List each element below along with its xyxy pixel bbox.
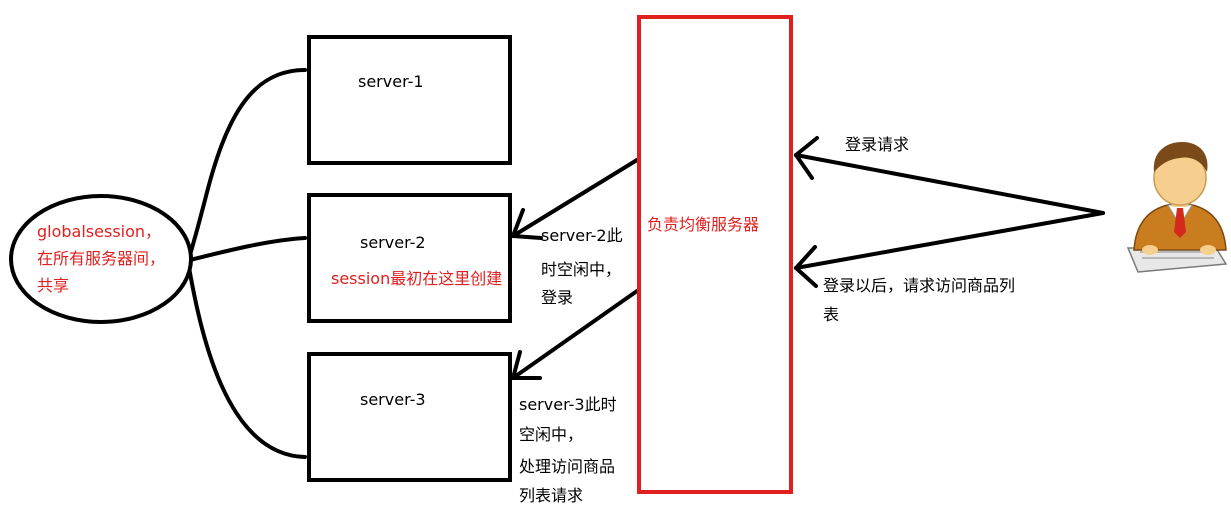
arrowhead-list <box>794 245 818 288</box>
server-2-status-line-3: 登录 <box>541 288 574 307</box>
server-3-status-line-2: 空闲中， <box>519 425 584 444</box>
arrowhead-server-2 <box>511 208 543 240</box>
server-1-label: server-1 <box>358 72 424 91</box>
server-1-box <box>307 35 512 165</box>
arrow-lb-to-server-3 <box>511 289 639 380</box>
arrowhead-server-3 <box>511 350 542 380</box>
bracket-to-server-1 <box>186 68 307 264</box>
arrow-user-to-lb-list <box>794 211 1105 270</box>
load-balancer-box <box>637 15 793 494</box>
login-request-label: 登录请求 <box>845 135 910 154</box>
arrow-user-to-lb-login <box>794 153 1105 215</box>
global-session-line-3: 共享 <box>37 276 70 295</box>
server-2-status-line-2: 时空闲中， <box>541 260 622 279</box>
server-3-status-line-1: server-3此时 <box>519 395 617 414</box>
server-3-status-line-4: 列表请求 <box>519 486 584 505</box>
server-3-box <box>307 352 512 482</box>
server-3-label: server-3 <box>360 390 426 409</box>
bracket-to-server-3 <box>186 260 307 459</box>
list-request-line-2: 表 <box>823 305 840 324</box>
server-3-status-line-3: 处理访问商品 <box>519 457 616 476</box>
server-2-status-line-1: server-2此 <box>541 226 623 245</box>
server-2-label: server-2 <box>360 233 426 252</box>
server-2-box <box>307 193 512 323</box>
list-request-line-1: 登录以后，请求访问商品列 <box>823 276 1016 295</box>
load-balancer-label: 负责均衡服务器 <box>647 215 760 234</box>
bracket-to-server-2 <box>188 236 307 262</box>
global-session-line-2: 在所有服务器间， <box>37 249 166 268</box>
global-session-line-1: globalsession， <box>37 222 162 241</box>
server-2-note: session最初在这里创建 <box>331 269 503 288</box>
arrow-lb-to-server-2 <box>511 158 639 238</box>
arrowhead-login <box>794 136 819 180</box>
